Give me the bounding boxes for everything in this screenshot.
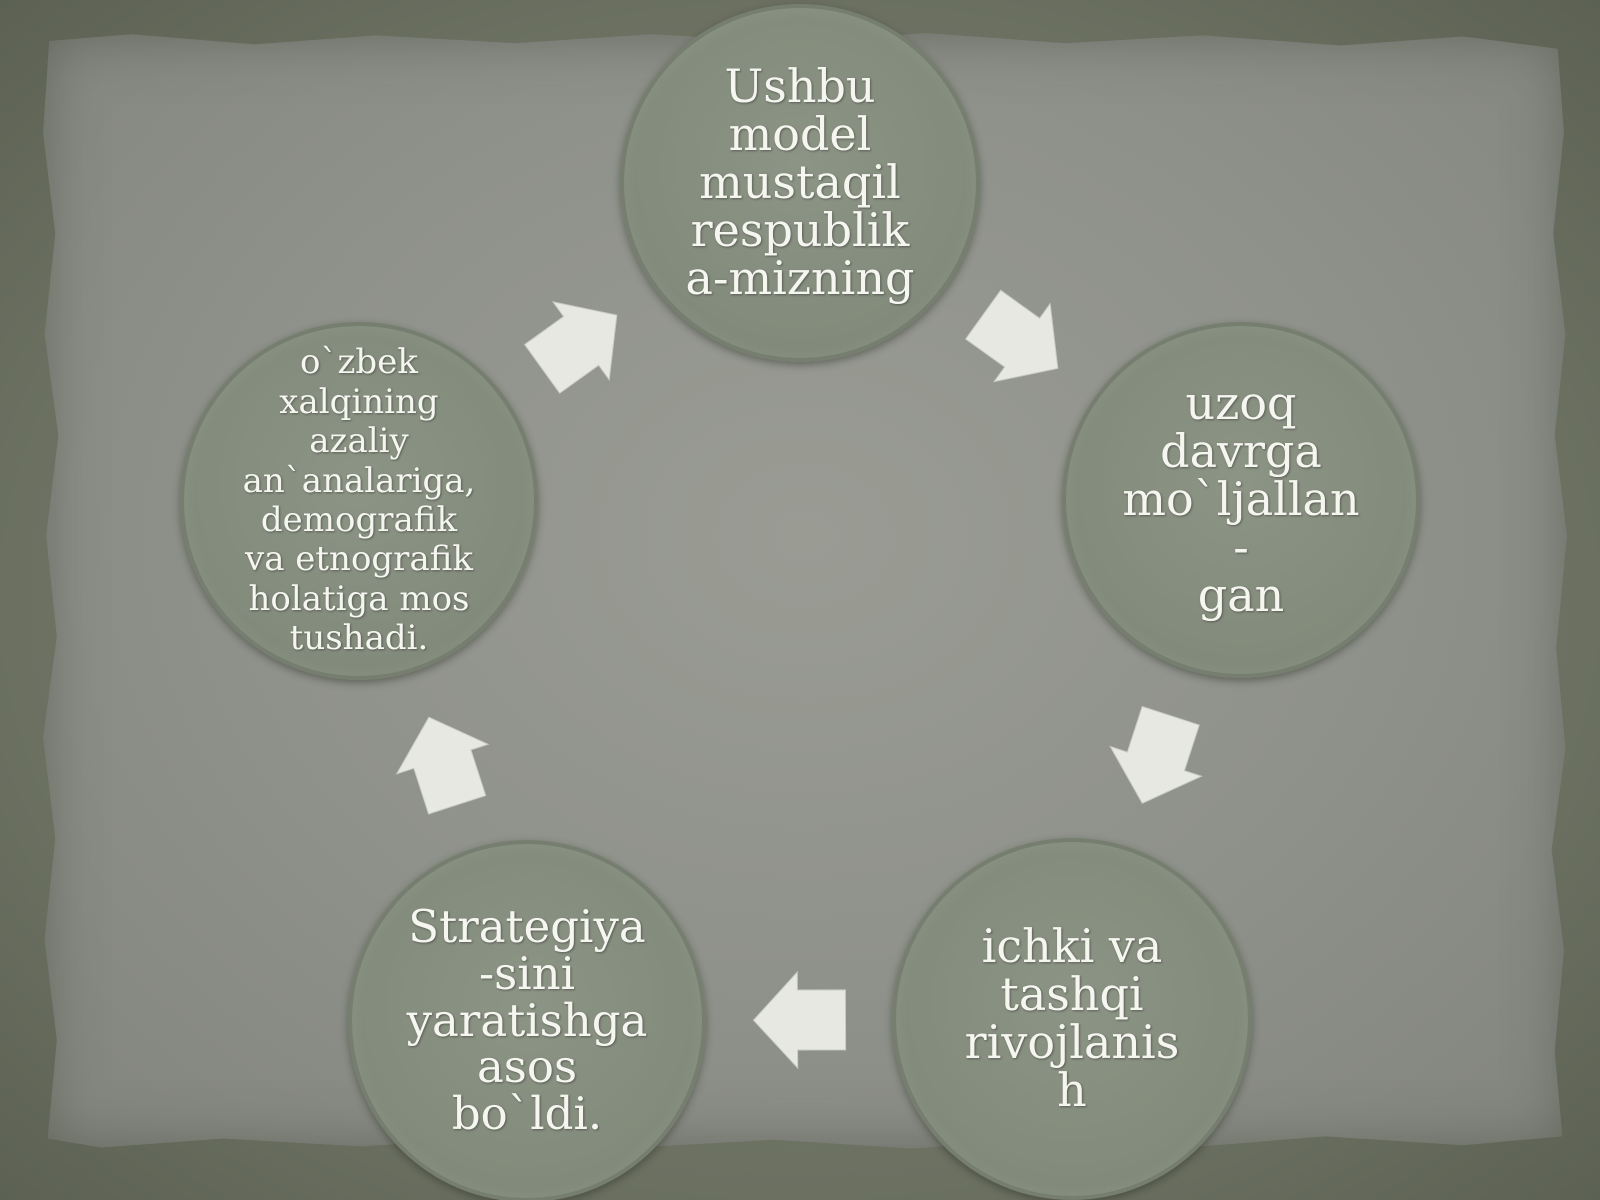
cycle-node-5-text: o`zbek xalqining azaliy an`analariga, de… [242,342,476,659]
cycle-node-2: uzoq davrga mo`ljallan - gan [1062,322,1420,678]
cycle-node-3: ichki va tashqi rivojlanis h [892,838,1252,1200]
cycle-node-4: Strategiya -sini yaratishga asos bo`ldi. [348,840,706,1200]
cycle-node-1-text: Ushbu model mustaqil respublik a-mizning [685,59,915,305]
cycle-node-4-text: Strategiya -sini yaratishga asos bo`ldi. [406,900,648,1141]
cycle-node-3-text: ichki va tashqi rivojlanis h [964,919,1180,1117]
cycle-node-1: Ushbu model mustaqil respublik a-mizning [620,4,980,362]
cycle-node-5: o`zbek xalqining azaliy an`analariga, de… [180,322,538,680]
cycle-node-2-text: uzoq davrga mo`ljallan - gan [1122,376,1360,622]
